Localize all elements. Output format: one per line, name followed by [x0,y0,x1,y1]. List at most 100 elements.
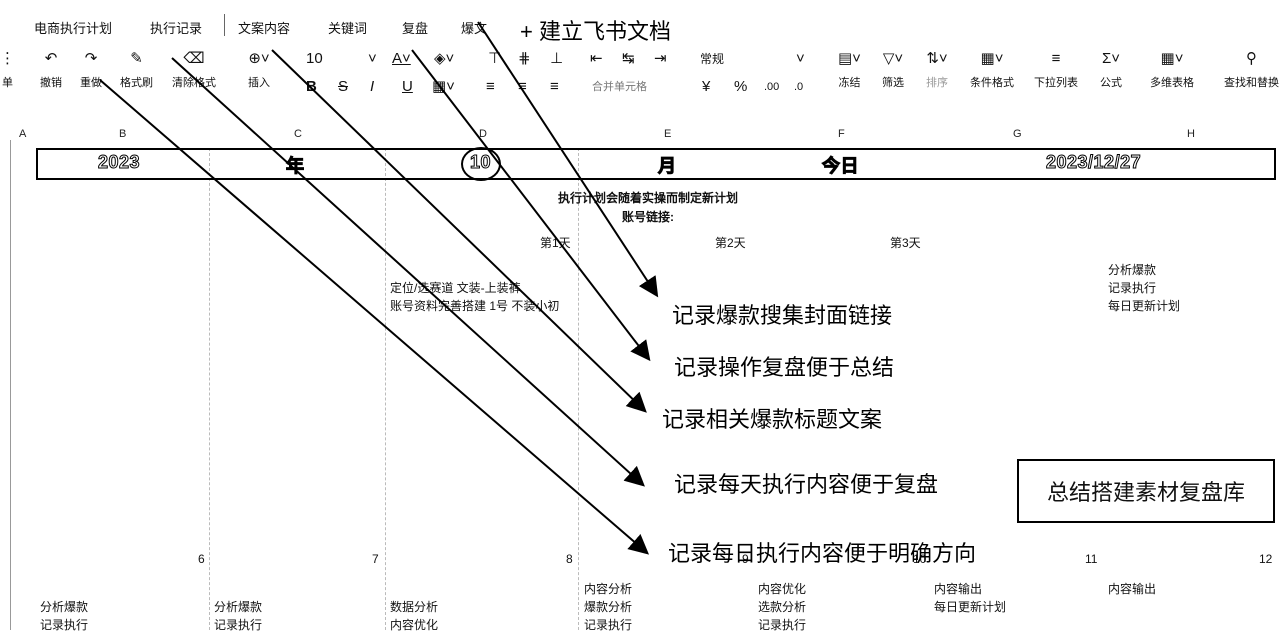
arrow-to-title-copy [271,49,647,413]
right-task-list[interactable]: 分析爆款 记录执行 每日更新计划 [1108,263,1181,313]
column-header-c[interactable]: C [294,128,302,140]
align-middle-button[interactable]: ⋕ [518,48,531,70]
percent-button[interactable]: % [734,78,748,95]
callout-cover-links: 记录爆款搜集封面链接 [672,303,893,328]
format-painter-button[interactable]: ✎格式刷 [120,50,153,89]
plan-note[interactable]: 执行计划会随着实操而制定新计划 [558,191,739,205]
sort-button[interactable]: ⇅˅排序 [926,50,948,89]
align-bottom-icon: ⊥ [550,50,564,67]
insert-button[interactable]: ⊕˅插入 [248,50,270,89]
filter-button[interactable]: ▽˅筛选 [882,50,904,89]
underline-button[interactable]: U [402,78,413,95]
formula-button[interactable]: Σ˅公式 [1100,50,1122,89]
column-header-d[interactable]: D [479,128,487,140]
undo-button[interactable]: ↶撤销 [40,50,62,89]
font-color-icon: A˅ [392,50,411,67]
fill-color-button[interactable]: ◈˅ [434,48,454,70]
multi-table-button[interactable]: ▦˅多维表格 [1150,50,1194,89]
sort-icon: ⇅˅ [926,50,948,67]
number-format-select[interactable]: 常规 [700,52,725,66]
account-link-label[interactable]: 账号链接: [622,210,674,224]
task-cell[interactable]: 分析爆款记录执行 [214,600,263,632]
year-cell[interactable]: 2023 [97,152,141,173]
chevron-down-icon: ˅ [796,50,805,67]
strikethrough-button[interactable]: S [338,78,349,95]
decimal-icon: .00 [764,81,780,93]
new-feishu-doc-label: + 建立飞书文档 [520,19,671,44]
find-replace-button[interactable]: ⚲查找和替换 [1224,50,1279,89]
task-cell[interactable]: 分析爆款记录执行 [40,600,89,632]
font-color-button[interactable]: A˅ [392,48,411,70]
day-3-label[interactable]: 第3天 [890,236,921,250]
tab-copy-content[interactable]: 文案内容 [238,21,291,36]
wrap-left-button[interactable]: ⇤ [590,48,603,70]
conditional-format-button[interactable]: ▦˅条件格式 [970,50,1014,89]
task-cell[interactable]: 数据分析内容优化 [390,600,439,632]
tab-review[interactable]: 复盘 [402,21,429,36]
column-header-a[interactable]: A [19,128,27,140]
eraser-icon: ⌫ [183,50,205,67]
row-number: 10 [913,552,927,566]
task-cell[interactable]: 内容分析爆款分析记录执行 [584,582,633,632]
font-size-select[interactable]: 10 [306,50,323,67]
align-top-button[interactable]: ⊤ [488,48,501,70]
arrow-to-daily-review [171,57,645,487]
row-number: 8 [566,552,573,566]
align-center-icon: ≡ [518,78,527,95]
search-icon: ⚲ [1246,50,1257,67]
undo-icon: ↶ [44,50,58,67]
tab-execution-log[interactable]: 执行记录 [150,21,203,36]
column-header-g[interactable]: G [1013,128,1022,140]
font-size-caret[interactable]: ˅ [368,48,377,70]
clear-format-button[interactable]: ⌫清除格式 [172,50,216,89]
sigma-icon: Σ˅ [1101,50,1121,67]
align-right-button[interactable]: ≡ [550,76,559,98]
column-header-b[interactable]: B [119,128,127,140]
wrap-right-button[interactable]: ⇥ [654,48,667,70]
task-cell[interactable]: 内容输出每日更新计划 [934,582,1007,614]
today-date-cell[interactable]: 2023/12/27 [1045,152,1142,173]
row-number: 9 [742,552,749,566]
tab-ecommerce-plan[interactable]: 电商执行计划 [34,21,113,36]
task-cell[interactable]: 内容输出 [1108,582,1157,596]
align-bottom-button[interactable]: ⊥ [550,48,563,70]
dropdown-list-button[interactable]: ≡下拉列表 [1034,50,1078,89]
fill-bucket-icon: ◈˅ [434,50,455,67]
currency-button[interactable]: ¥ [702,78,711,95]
column-header-f[interactable]: F [838,128,845,140]
day-2-label[interactable]: 第2天 [715,236,746,250]
year-unit-cell[interactable]: 年 [286,156,305,177]
freeze-button[interactable]: ▤˅冻结 [838,50,861,89]
redo-button[interactable]: ↷重做 [80,50,102,89]
dropdown-list-icon: ≡ [1051,50,1061,67]
callout-title-copy: 记录相关爆款标题文案 [662,407,883,432]
tab-keywords[interactable]: 关键词 [328,21,368,36]
callout-daily-review: 记录每天执行内容便于复盘 [674,472,939,497]
chevron-down-icon: ˅ [368,50,377,67]
today-label-cell[interactable]: 今日 [822,156,860,177]
wrap-left-icon: ⇤ [590,50,603,67]
month-unit-cell[interactable]: 月 [658,156,677,177]
wrap-right-icon: ⇥ [654,50,667,67]
menu-edge[interactable]: ⋮单 [0,50,15,89]
column-header-h[interactable]: H [1187,128,1195,140]
bold-button[interactable]: B [306,78,317,95]
increase-decimal-button[interactable]: .0 [794,76,803,98]
align-center-button[interactable]: ≡ [518,76,527,98]
row-number: 7 [372,552,379,566]
align-left-button[interactable]: ≡ [486,76,495,98]
table-icon: ▦˅ [1160,50,1184,67]
italic-button[interactable]: I [370,78,375,95]
grid-line [209,148,211,630]
decrease-decimal-button[interactable]: .00 [764,76,779,98]
column-header-e[interactable]: E [664,128,672,140]
number-format-caret[interactable]: ˅ [796,48,805,70]
callout-material-library: 总结搭建素材复盘库 [1017,459,1275,523]
row-number: 12 [1259,552,1273,566]
merge-cells-button[interactable]: 合并单元格 [592,81,647,93]
month-cell[interactable]: 10 [469,152,492,173]
redo-icon: ↷ [84,50,98,67]
wrap-center-button[interactable]: ↹ [622,48,635,70]
task-cell[interactable]: 内容优化选款分析记录执行 [758,582,807,632]
